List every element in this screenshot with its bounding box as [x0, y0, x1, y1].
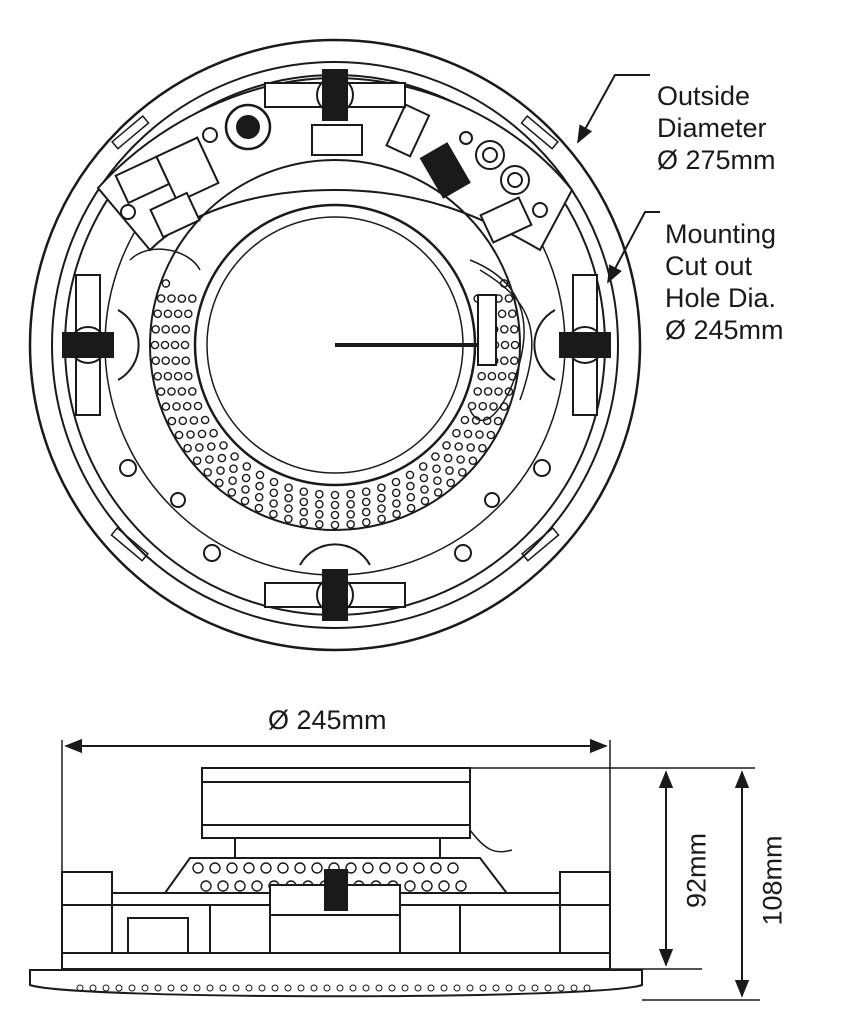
- cutout-diameter-label: Mounting Cut out Hole Dia. Ø 245mm: [665, 219, 784, 345]
- top-view: [28, 38, 642, 652]
- resistor: [385, 103, 431, 158]
- terminal-knob: [224, 103, 272, 151]
- magnet-block: [201, 767, 471, 839]
- leader-lines: [577, 74, 660, 284]
- bezel-slots: [110, 115, 560, 562]
- grille-holes: [76, 984, 591, 992]
- inner-bezel-circle: [51, 61, 619, 629]
- cutout-leader: [607, 211, 660, 284]
- outside-diameter-label: Outside Diameter Ø 275mm: [657, 81, 776, 175]
- outside-leader: [577, 74, 650, 144]
- side-view: [29, 738, 760, 1001]
- bezel-lip: [29, 969, 643, 998]
- wiring: [129, 248, 533, 422]
- side-width-label: Ø 245mm: [268, 705, 387, 735]
- screws: [119, 459, 551, 562]
- outer-height-label: 108mm: [757, 835, 788, 926]
- mounting-clamps: [62, 69, 611, 621]
- bezel-flange: [61, 952, 611, 970]
- outer-bezel-circle: [28, 38, 642, 652]
- crossover-board: [96, 76, 574, 252]
- woofer-frame-circle: [149, 159, 521, 531]
- inner-height-label: 92mm: [681, 833, 712, 909]
- capacitor: [311, 124, 363, 156]
- perforation-holes: [150, 279, 520, 530]
